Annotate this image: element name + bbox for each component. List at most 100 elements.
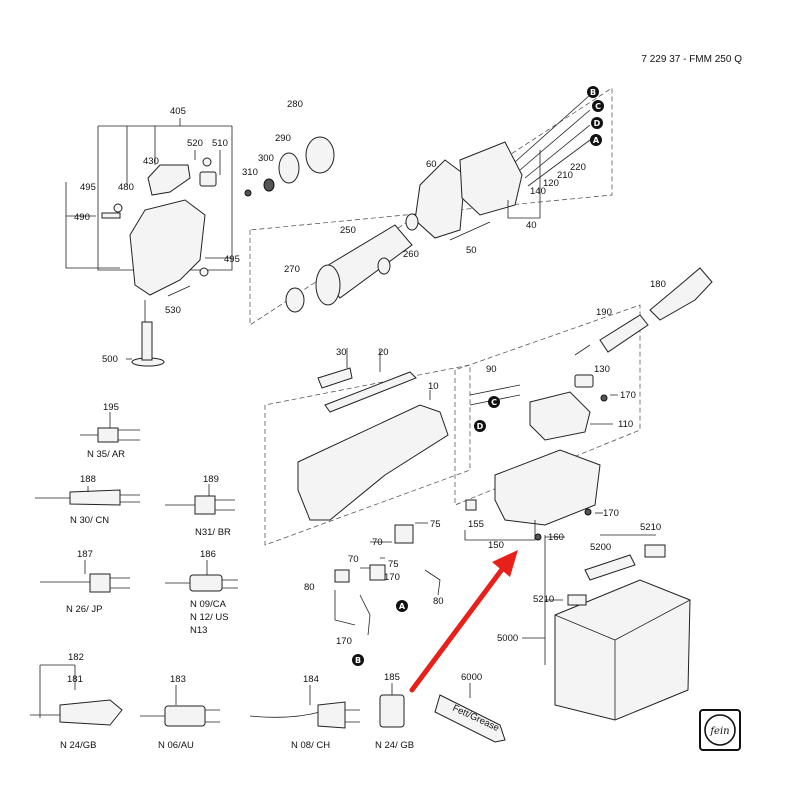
label-70-top: 70 bbox=[372, 537, 383, 548]
marker-A-top: A bbox=[590, 134, 602, 146]
label-30: 30 bbox=[336, 347, 347, 358]
label-130: 130 bbox=[594, 364, 610, 375]
marker-B-bottom: B bbox=[352, 654, 364, 666]
label-155: 155 bbox=[468, 519, 484, 530]
svg-text:fein: fein bbox=[709, 726, 729, 737]
label-186: 186 bbox=[200, 549, 216, 560]
label-140: 140 bbox=[530, 186, 546, 197]
label-195: 195 bbox=[103, 402, 119, 413]
marker-B-top: B bbox=[587, 86, 599, 98]
label-520: 520 bbox=[187, 138, 203, 149]
label-70-mid: 70 bbox=[348, 554, 359, 565]
label-180: 180 bbox=[650, 279, 666, 290]
label-80-right: 80 bbox=[433, 596, 444, 607]
label-50: 50 bbox=[466, 245, 477, 256]
plug-n26-jp: N 26/ JP bbox=[66, 604, 102, 615]
label-210: 210 bbox=[557, 170, 573, 181]
plug-n09-ca: N 09/CA bbox=[190, 599, 227, 610]
label-280: 280 bbox=[287, 99, 303, 110]
marker-D-mid: D bbox=[474, 420, 486, 432]
marker-C-mid: C bbox=[488, 396, 500, 408]
marker-D-top: D bbox=[591, 117, 603, 129]
label-300: 300 bbox=[258, 153, 274, 164]
label-160: 160 bbox=[548, 532, 564, 543]
marker-C-top: C bbox=[592, 100, 604, 112]
label-495-left: 495 bbox=[80, 182, 96, 193]
housing-group: 30 20 10 bbox=[297, 347, 449, 521]
plug-n35-ar: N 35/ AR bbox=[87, 449, 125, 460]
plug-n24-gb-left: N 24/GB bbox=[60, 740, 96, 751]
svg-text:A: A bbox=[593, 136, 600, 145]
svg-text:C: C bbox=[595, 102, 601, 111]
label-150: 150 bbox=[488, 540, 504, 551]
motor-group: 280 290 300 310 60 250 270 260 50 220 21… bbox=[242, 94, 591, 313]
fein-logo: fein bbox=[699, 709, 741, 751]
gear-head-group: 405 520 510 430 480 495 490 495 530 500 bbox=[65, 106, 240, 367]
label-495-right: 495 bbox=[224, 254, 240, 265]
cable-group: 180 190 bbox=[574, 267, 713, 356]
label-183: 183 bbox=[170, 674, 186, 685]
label-270: 270 bbox=[284, 264, 300, 275]
label-184: 184 bbox=[303, 674, 319, 685]
label-75-mid: 75 bbox=[388, 559, 399, 570]
red-arrow bbox=[409, 550, 518, 693]
label-310: 310 bbox=[242, 167, 258, 178]
plug-n24-gb-right: N 24/ GB bbox=[375, 740, 414, 751]
label-10: 10 bbox=[428, 381, 439, 392]
case-group: 5210 5200 5210 5000 bbox=[497, 522, 691, 721]
svg-text:D: D bbox=[477, 422, 484, 431]
label-290: 290 bbox=[275, 133, 291, 144]
label-190: 190 bbox=[596, 307, 612, 318]
svg-text:B: B bbox=[355, 656, 361, 665]
switch-frame bbox=[454, 304, 641, 506]
label-405: 405 bbox=[170, 106, 186, 117]
plug-n30-cn: N 30/ CN bbox=[70, 515, 109, 526]
label-90: 90 bbox=[486, 364, 497, 375]
label-220: 220 bbox=[570, 162, 586, 173]
label-110: 110 bbox=[618, 419, 633, 430]
label-170-right: 170 bbox=[603, 508, 619, 519]
marker-A-bottom: A bbox=[396, 600, 408, 612]
plug-n13: N13 bbox=[190, 625, 207, 636]
label-5200: 5200 bbox=[590, 542, 611, 553]
label-5210-left: 5210 bbox=[533, 594, 554, 605]
label-181: 181 bbox=[67, 674, 83, 685]
plug-n12-us: N 12/ US bbox=[190, 612, 229, 623]
drawing-title: 7 229 37 - FMM 250 Q bbox=[641, 54, 742, 65]
plug-variants: 195 N 35/ AR 188 N 30/ CN 189 N31/ BR 18… bbox=[35, 402, 238, 636]
label-60: 60 bbox=[426, 159, 437, 170]
label-185: 185 bbox=[384, 672, 400, 683]
label-187: 187 bbox=[77, 549, 93, 560]
bottom-plugs: 182 181 N 24/GB 183 N 06/AU 184 N 08/ CH… bbox=[30, 652, 506, 751]
label-250: 250 bbox=[340, 225, 356, 236]
label-182: 182 bbox=[68, 652, 84, 663]
label-170-lower: 170 bbox=[336, 636, 352, 647]
label-530: 530 bbox=[165, 305, 181, 316]
label-500: 500 bbox=[102, 354, 118, 365]
svg-text:B: B bbox=[590, 88, 596, 97]
label-430: 430 bbox=[143, 156, 159, 167]
plug-n08-ch: N 08/ CH bbox=[291, 740, 330, 751]
svg-text:D: D bbox=[594, 119, 601, 128]
label-170-upper: 170 bbox=[620, 390, 636, 401]
label-80-left: 80 bbox=[304, 582, 315, 593]
label-20: 20 bbox=[378, 347, 389, 358]
svg-text:A: A bbox=[399, 602, 406, 611]
plug-n31-br: N31/ BR bbox=[195, 527, 231, 538]
label-5000: 5000 bbox=[497, 633, 518, 644]
brush-group: 75 70 75 70 170 80 80 170 bbox=[304, 519, 444, 647]
label-75-top: 75 bbox=[430, 519, 441, 530]
label-189: 189 bbox=[203, 474, 219, 485]
label-260: 260 bbox=[403, 249, 419, 260]
svg-text:C: C bbox=[491, 398, 497, 407]
label-120: 120 bbox=[543, 178, 559, 189]
label-40: 40 bbox=[526, 220, 537, 231]
label-490: 490 bbox=[74, 212, 90, 223]
label-170-mid: 170 bbox=[384, 572, 400, 583]
label-480: 480 bbox=[118, 182, 134, 193]
label-5210-top: 5210 bbox=[640, 522, 661, 533]
cover-group: 155 150 160 170 bbox=[464, 449, 619, 551]
switch-group: 90 130 170 110 bbox=[469, 364, 636, 441]
label-188: 188 bbox=[80, 474, 96, 485]
